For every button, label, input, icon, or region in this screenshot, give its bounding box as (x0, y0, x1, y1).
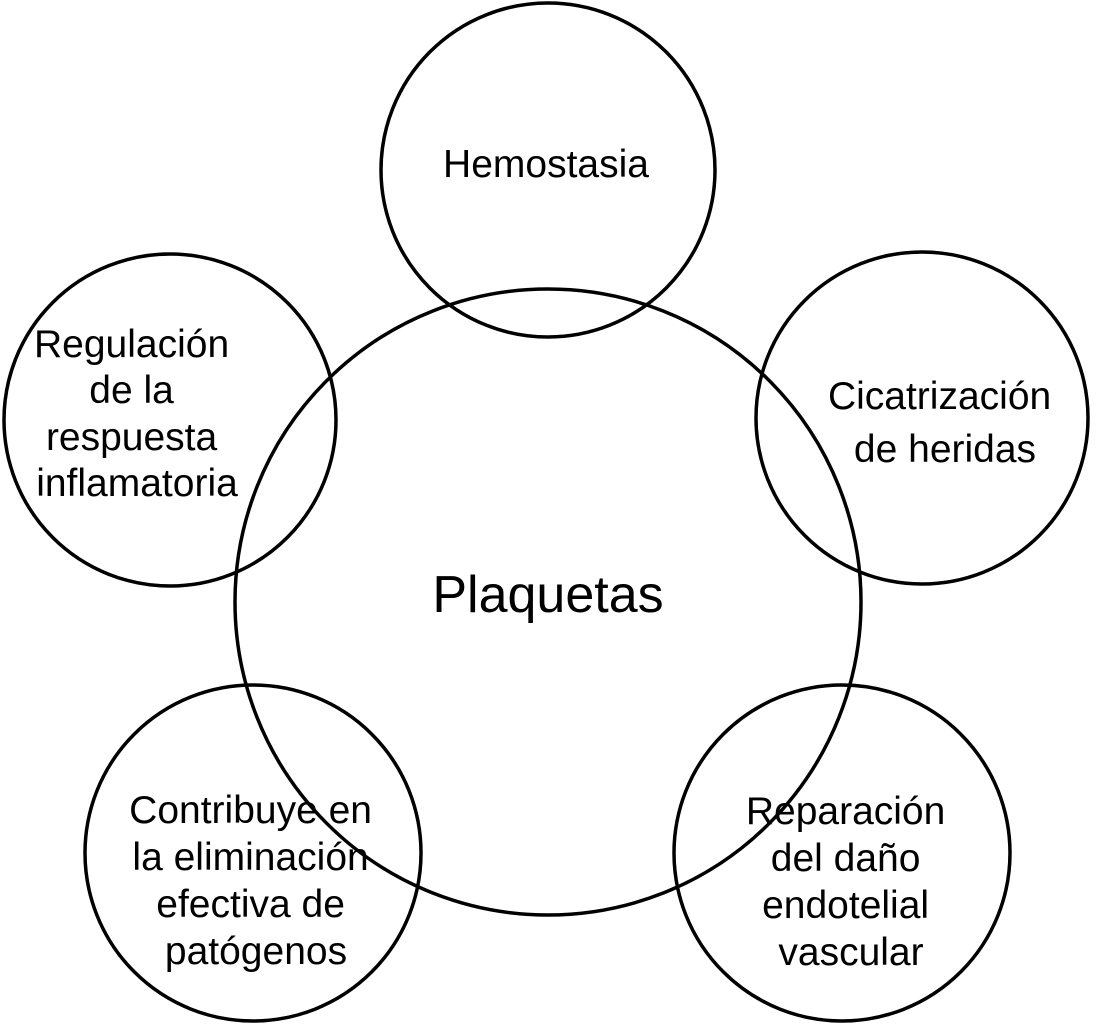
node-reparacion-line-1: Reparación (746, 790, 945, 833)
node-inflamacion-line-3: respuesta (46, 416, 218, 459)
center-node: Plaquetas (233, 287, 863, 917)
node-inflamacion-line-2: de la (89, 369, 174, 412)
node-reparacion-line-2: del daño (771, 837, 921, 880)
node-patogenos-line-1: Contribuye en (129, 789, 372, 832)
node-cicatrizacion-line-2: de heridas (854, 428, 1036, 471)
node-cicatrizacion-line-1: Cicatrización (828, 375, 1051, 418)
node-patogenos-line-3: efectiva de (156, 883, 345, 926)
node-patogenos-line-2: la eliminación (132, 836, 368, 879)
node-reparacion-line-3: endotelial (762, 884, 929, 927)
node-inflamacion-line-4: inflamatoria (36, 462, 238, 505)
node-patogenos: Contribuye en la eliminación efectiva de… (83, 683, 423, 1023)
node-cicatrizacion: Cicatrización de heridas (754, 250, 1090, 586)
node-inflamacion-line-1: Regulación (34, 323, 229, 366)
node-reparacion-circle (672, 683, 1012, 1023)
node-patogenos-circle (83, 683, 423, 1023)
node-cicatrizacion-label: Cicatrización de heridas (828, 375, 1062, 471)
node-inflamacion-circle (2, 252, 338, 588)
node-hemostasia-label: Hemostasia (443, 143, 649, 186)
node-patogenos-label: Contribuye en la eliminación efectiva de… (129, 789, 383, 973)
node-hemostasia: Hemostasia (379, 1, 717, 339)
node-inflamacion-label: Regulación de la respuesta inflamatoria (34, 323, 240, 505)
node-inflamacion: Regulación de la respuesta inflamatoria (2, 252, 338, 588)
node-hemostasia-line-1: Hemostasia (443, 143, 649, 186)
center-circle (233, 287, 863, 917)
node-hemostasia-circle (379, 1, 717, 339)
center-label: Plaquetas (432, 566, 663, 624)
node-cicatrizacion-circle (754, 250, 1090, 586)
node-reparacion-line-4: vascular (778, 931, 923, 974)
node-reparacion: Reparación del daño endotelial vascular (672, 683, 1012, 1023)
node-patogenos-line-4: patógenos (165, 930, 347, 973)
node-reparacion-label: Reparación del daño endotelial vascular (746, 790, 956, 974)
